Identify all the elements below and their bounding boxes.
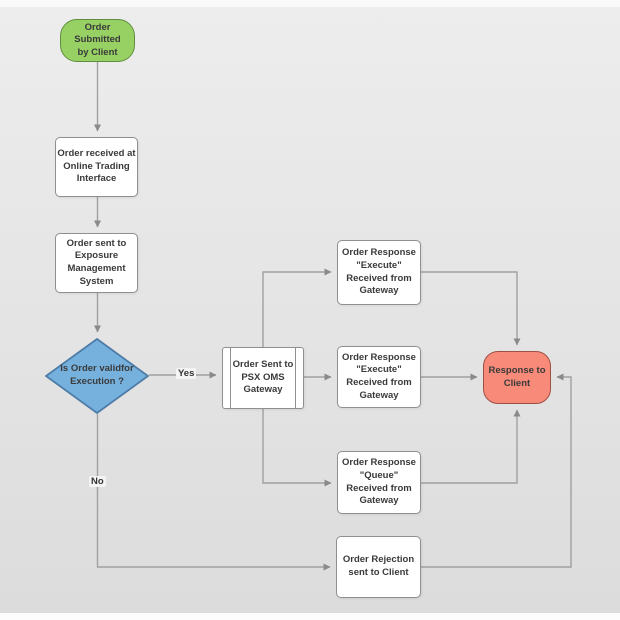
node-response-queue[interactable]: Order Response "Queue" Received from Gat… [337,451,421,514]
edge-label-yes: Yes [176,368,197,379]
node-response-execute-top[interactable]: Order Response "Execute" Received from G… [337,240,421,305]
node-order-submitted[interactable]: Order Submitted by Client [60,19,135,62]
decision-label: Is Order validfor Execution ? [60,363,134,387]
node-response-to-client[interactable]: Response to Client [483,351,551,404]
edge-gateway-to-queue [262,409,332,487]
predefined-process-bar [230,348,232,408]
node-order-rejection[interactable]: Order Rejection sent to Client [336,536,421,598]
gateway-label: Order Sent to PSX OMS Gateway [232,359,294,396]
edge-queue-to-response [421,409,521,484]
edge-gateway-to-execute-top [262,268,332,347]
node-order-received[interactable]: Order received at Online Trading Interfa… [55,137,138,197]
edge-decision-no-to-rejection [96,414,331,571]
decision-diamond-shape [45,338,149,414]
predefined-process-bar [294,348,296,408]
node-psx-oms-gateway[interactable]: Order Sent to PSX OMS Gateway [222,347,304,409]
node-exposure-system[interactable]: Order sent to Exposure Management System [55,233,138,293]
node-response-execute-mid[interactable]: Order Response "Execute" Received from G… [337,346,421,408]
bottom-margin-band [0,613,620,620]
edge-execute-top-to-response [421,271,521,346]
edge-rejection-to-response [421,373,572,568]
node-decision-valid[interactable]: Is Order validfor Execution ? [45,338,149,414]
top-margin-band [0,0,620,7]
edge-label-no: No [89,476,106,487]
